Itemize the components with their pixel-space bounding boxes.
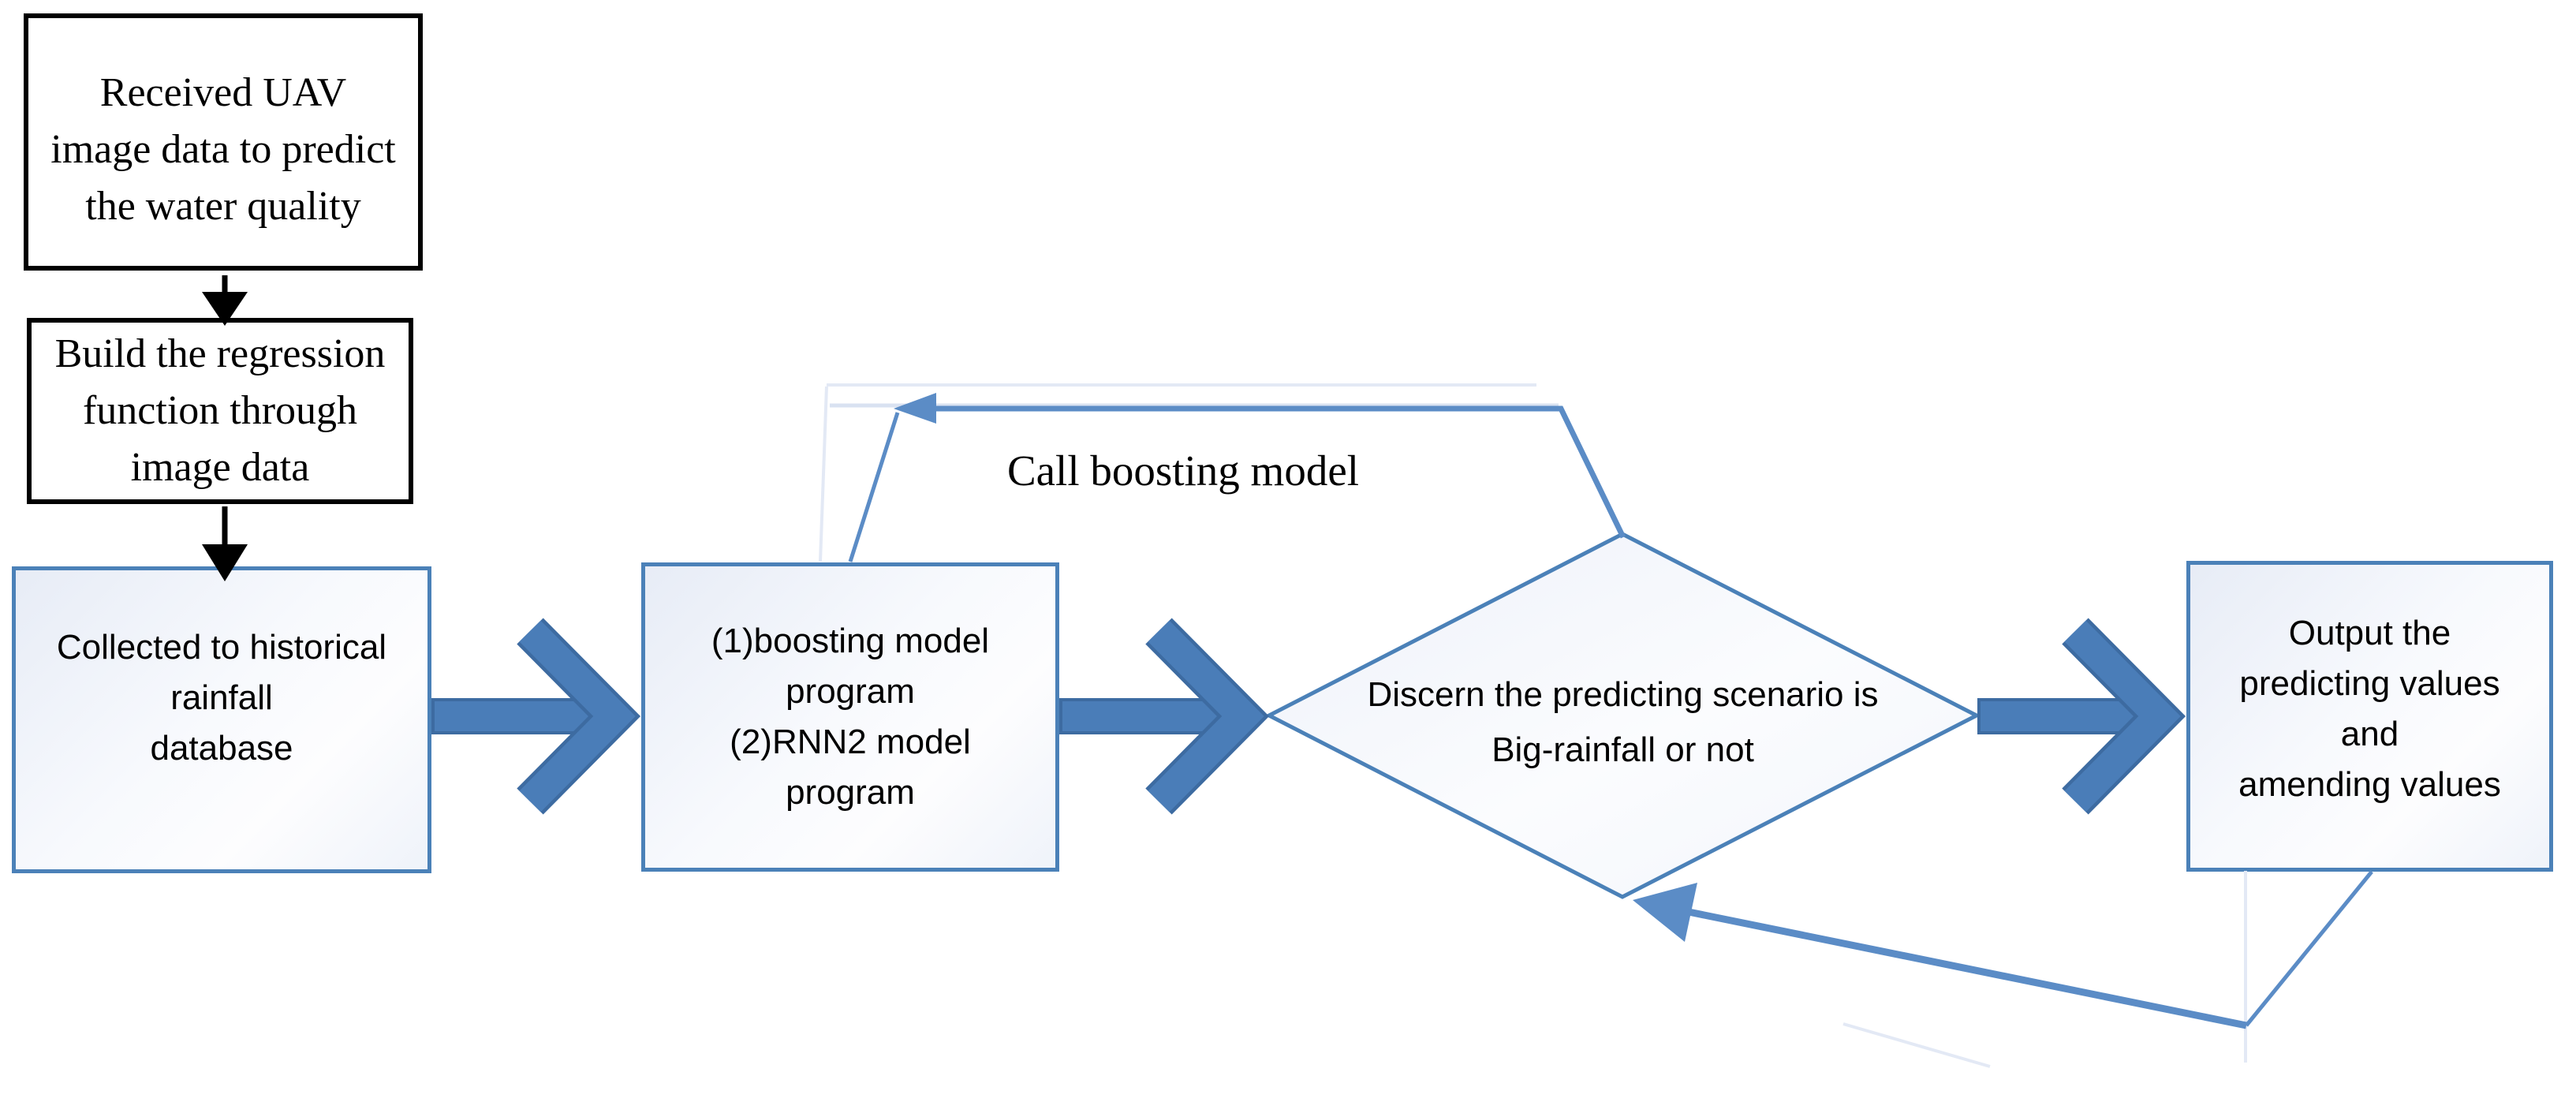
faint-guide-lines [819, 383, 2247, 1068]
arrow-regression-to-database [202, 506, 248, 581]
node-discern-scenario-label: Discern the predicting scenario is Big-r… [1286, 667, 1960, 778]
feedback-call-boosting-connector [848, 393, 1626, 562]
node-output-values-line: predicting values [2239, 664, 2500, 703]
feedback-output-to-discern-connector [1633, 870, 2373, 1029]
node-build-regression-line: image data [130, 445, 310, 490]
diamond-discern-scenario [1264, 532, 1981, 899]
node-collected-rainfall-line: rainfall [170, 678, 273, 717]
arrowhead-upleft-icon [1633, 883, 1697, 942]
node-output-values: Output the predicting values and amendin… [2186, 561, 2553, 872]
node-discern-scenario-line: Big-rainfall or not [1491, 730, 1754, 769]
node-output-values-line: amending values [2238, 765, 2501, 804]
arrowhead-down-icon [202, 544, 248, 581]
node-build-regression: Build the regression function through im… [27, 318, 413, 504]
node-model-programs-line: program [786, 773, 915, 812]
node-received-uav-line: the water quality [85, 184, 361, 229]
node-model-programs: (1)boosting model program (2)RNN2 model … [641, 562, 1059, 872]
node-received-uav-line: Received UAV [99, 70, 347, 115]
node-build-regression-line: Build the regression [54, 331, 386, 376]
node-output-values-line: Output the [2288, 614, 2451, 652]
arrow-uav-to-regression [202, 275, 248, 326]
block-arrow-programs-to-discern [1059, 618, 1270, 815]
node-model-programs-line: program [786, 672, 915, 711]
arrowhead-down-icon [202, 292, 248, 326]
block-arrow-discern-to-output [1977, 618, 2186, 815]
arrowhead-left-icon [894, 393, 936, 424]
node-collected-rainfall-line: Collected to historical [56, 627, 387, 667]
node-received-uav: Received UAV image data to predict the w… [24, 13, 423, 271]
block-arrow-database-to-programs [431, 618, 641, 815]
node-output-values-line: and [2340, 715, 2399, 753]
node-model-programs-line: (1)boosting model [711, 622, 990, 660]
node-collected-rainfall: Collected to historical rainfall databas… [12, 566, 431, 873]
node-discern-scenario-line: Discern the predicting scenario is [1367, 675, 1879, 714]
call-boosting-model-label: Call boosting model [1006, 446, 1360, 495]
node-build-regression-line: function through [82, 388, 358, 433]
node-received-uav-line: image data to predict [50, 127, 396, 172]
node-model-programs-line: (2)RNN2 model [730, 723, 971, 761]
node-collected-rainfall-line: database [150, 728, 293, 768]
